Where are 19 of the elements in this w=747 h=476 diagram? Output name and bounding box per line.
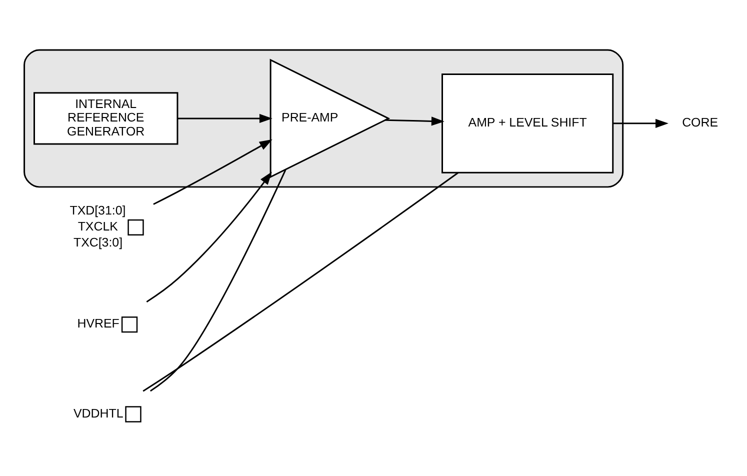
node-box: INTERNAL REFERENCE GENERATOR <box>33 92 178 145</box>
node-label: VDDHTL <box>72 406 123 420</box>
node-label: TXD[31:0] <box>69 203 126 218</box>
node-label: HVREF <box>76 316 119 331</box>
connector <box>149 170 286 392</box>
node-text: CORE <box>682 116 718 130</box>
node-label: TXC[3:0] <box>72 236 122 250</box>
arrow <box>152 139 272 205</box>
node-box <box>127 219 144 236</box>
node-box <box>120 316 138 333</box>
node-box <box>124 406 141 422</box>
arrow <box>177 114 272 123</box>
cluster <box>23 49 624 188</box>
node-label: TXCLK <box>77 220 118 234</box>
arrow <box>384 116 444 126</box>
arrow <box>612 118 668 128</box>
connector <box>142 172 458 392</box>
arrow <box>146 172 272 302</box>
node-box: AMP + LEVEL SHIFT <box>441 73 614 174</box>
